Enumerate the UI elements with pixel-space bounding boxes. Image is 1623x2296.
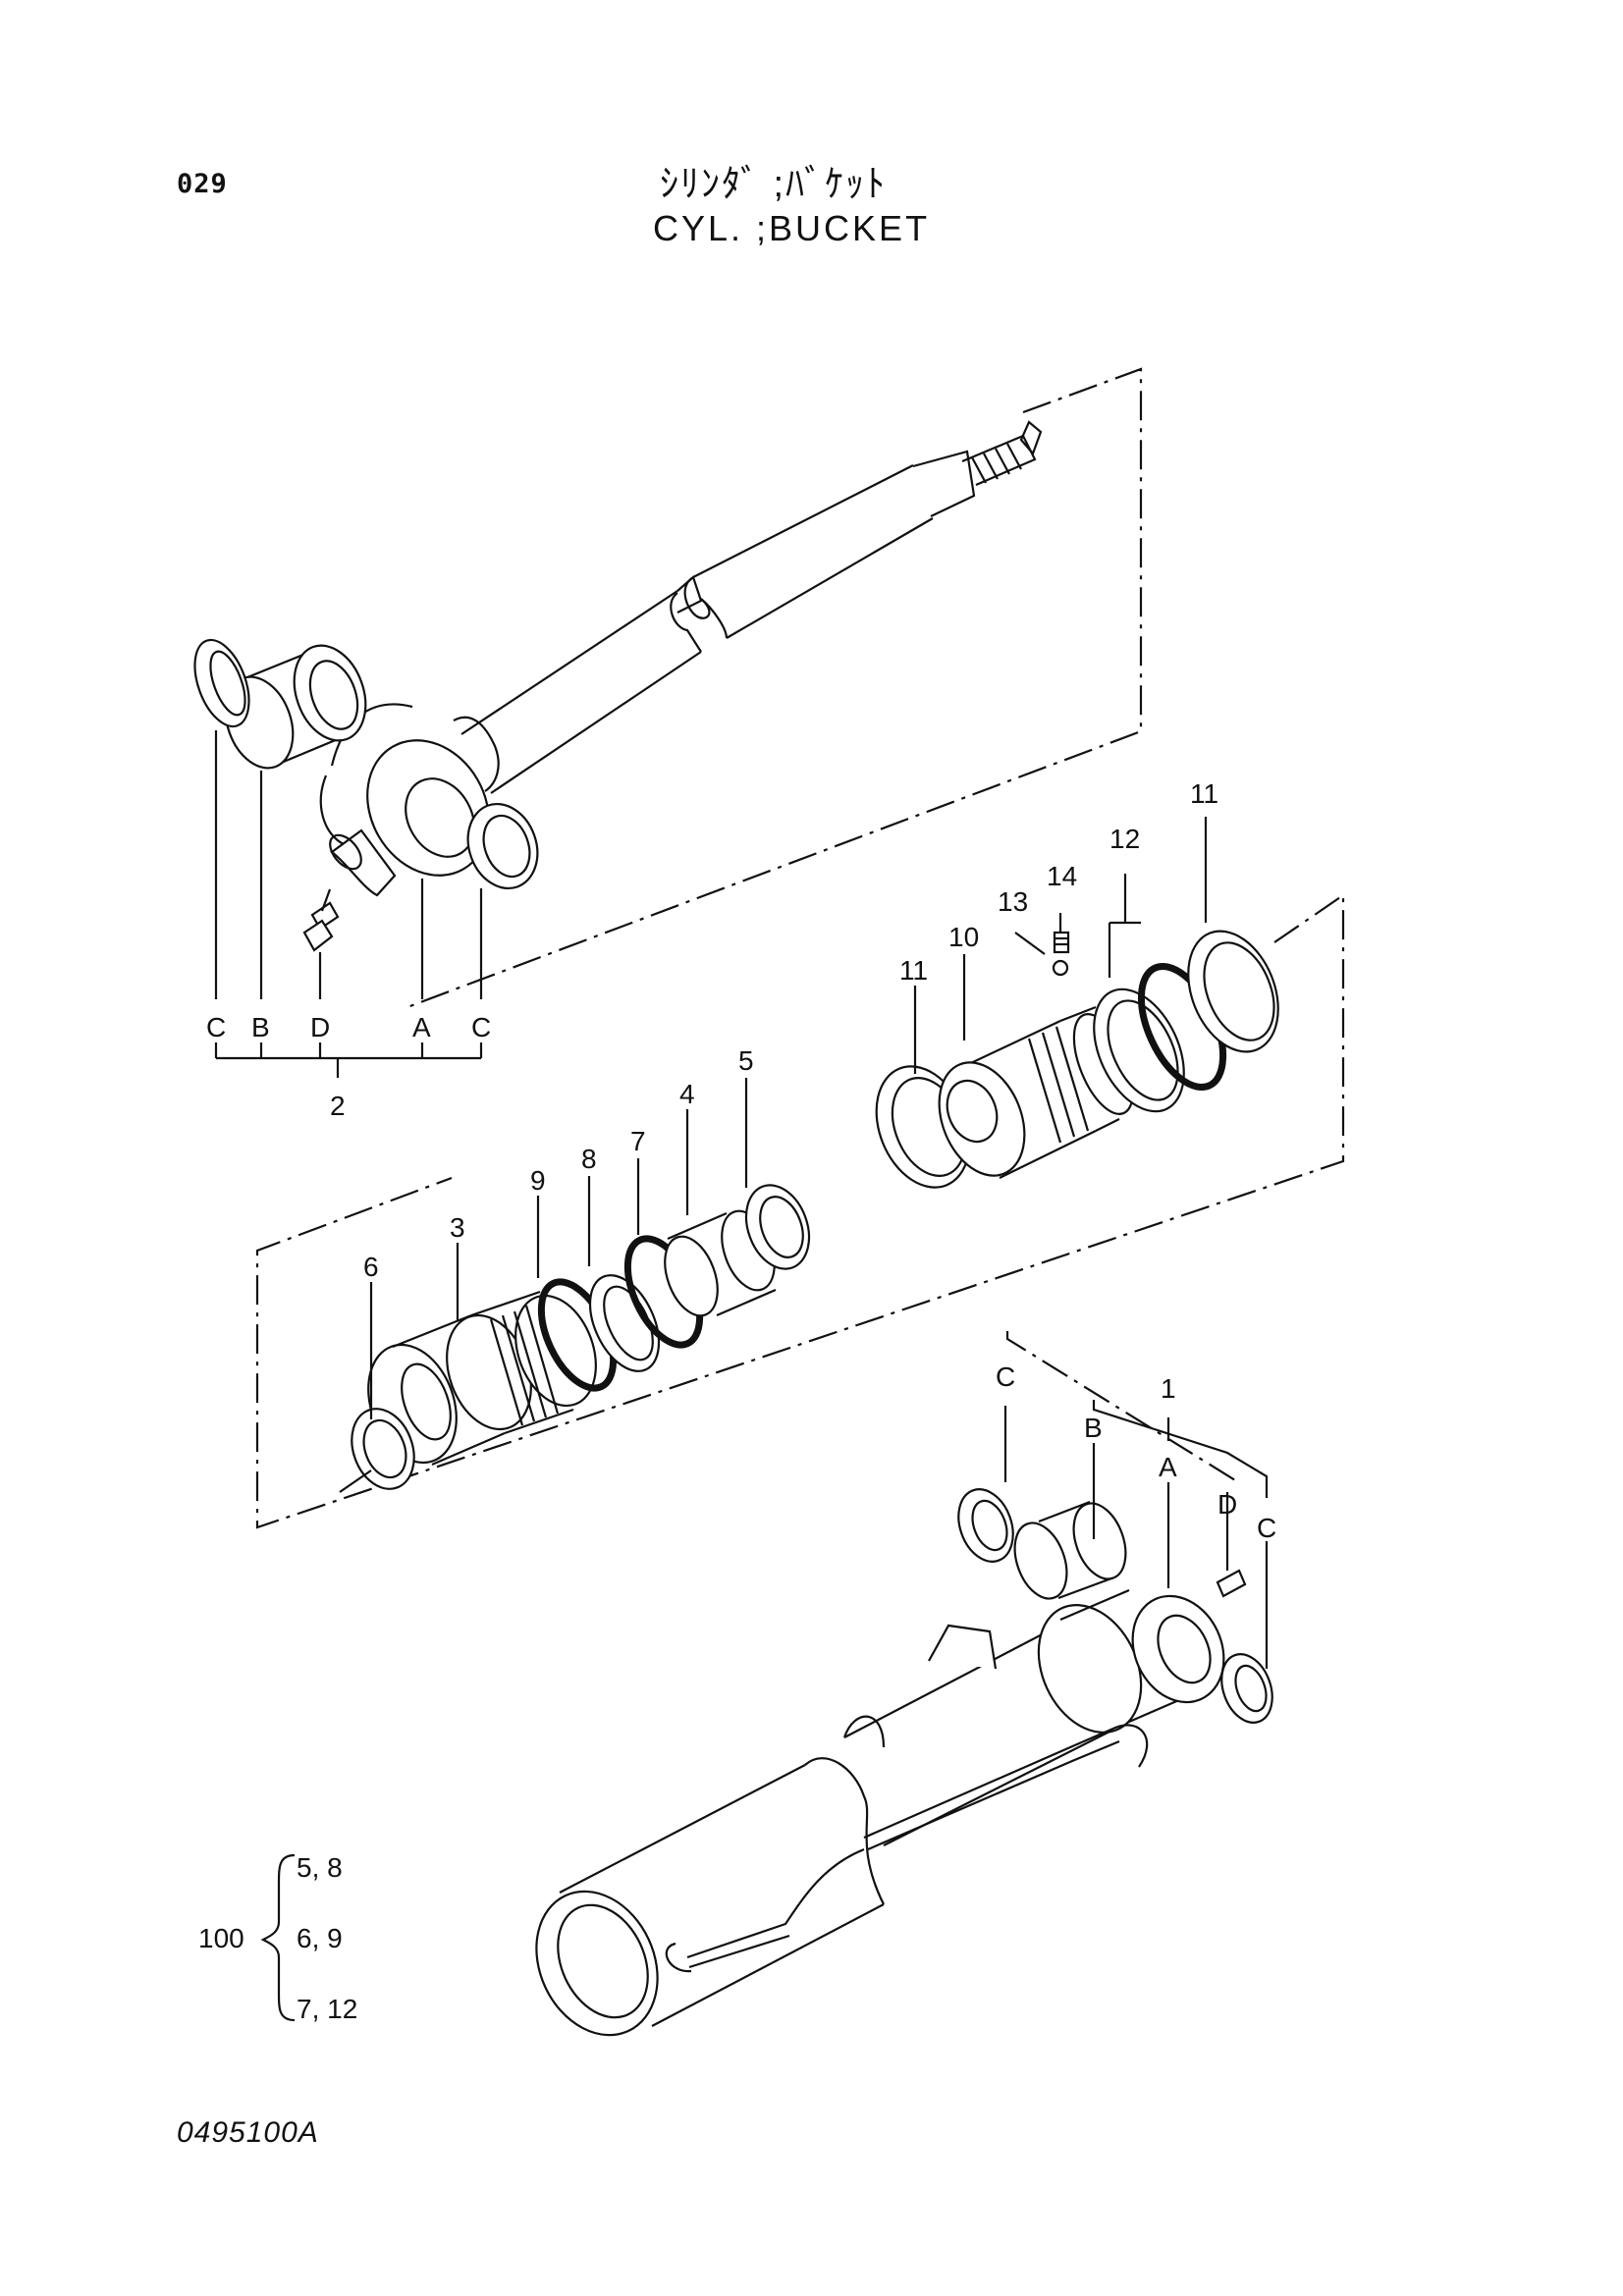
seal-kit-number: 100 — [198, 1923, 244, 1953]
label-rod-b: B — [251, 1012, 270, 1042]
label-rod-assembly: 2 — [330, 1091, 346, 1121]
label-tube-c-left: C — [996, 1362, 1015, 1392]
label-tube-d: D — [1217, 1489, 1237, 1520]
seal-kit-row: 6, 9 — [297, 1923, 343, 1953]
label-part-4: 4 — [679, 1079, 695, 1109]
title-japanese: ｼﾘﾝﾀﾞ ;ﾊﾞｹｯﾄ — [660, 164, 888, 205]
label-part-8: 8 — [581, 1144, 597, 1174]
label-part-5: 5 — [738, 1045, 754, 1076]
piston-head-drawing — [255, 817, 1345, 1529]
label-part-13: 13 — [998, 886, 1028, 917]
page-code: 029 — [177, 169, 228, 199]
label-rod-d: D — [310, 1012, 330, 1042]
drawing-number: 0495100A — [177, 2116, 319, 2149]
label-part-6: 6 — [363, 1252, 379, 1282]
rod-assembly-drawing — [193, 367, 1143, 1078]
label-tube-assembly: 1 — [1161, 1373, 1176, 1404]
label-tube-b: B — [1084, 1413, 1103, 1443]
seal-kit-brace — [260, 1853, 296, 2022]
label-part-12: 12 — [1109, 824, 1140, 854]
label-tube-c-right: C — [1257, 1513, 1276, 1543]
label-part-11-right: 11 — [1190, 778, 1218, 809]
seal-kit-row: 7, 12 — [297, 1994, 357, 2024]
title-english: CYL. ;BUCKET — [653, 208, 931, 248]
label-part-11-left: 11 — [899, 955, 928, 986]
label-part-3: 3 — [450, 1212, 465, 1243]
label-rod-c-right: C — [471, 1012, 491, 1042]
label-rod-a: A — [412, 1012, 431, 1042]
cylinder-tube-drawing — [535, 1331, 1273, 2037]
label-part-10: 10 — [948, 922, 979, 952]
seal-kit-row: 5, 8 — [297, 1852, 343, 1883]
label-part-9: 9 — [530, 1165, 546, 1196]
label-part-7: 7 — [630, 1126, 646, 1156]
label-tube-a: A — [1159, 1452, 1177, 1482]
label-part-14: 14 — [1047, 861, 1077, 891]
label-rod-c-left: C — [206, 1012, 226, 1042]
